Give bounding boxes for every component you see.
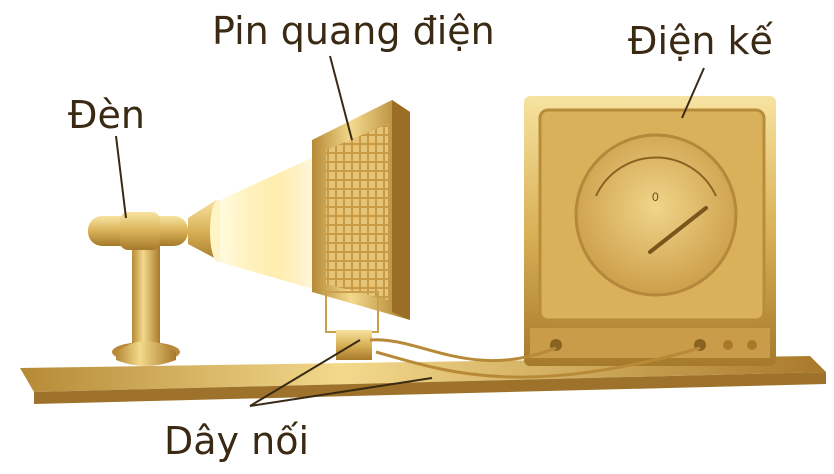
label-galvanometer: Điện kế — [628, 19, 773, 63]
label-photocell: Pin quang điện — [212, 9, 495, 53]
lamp — [88, 200, 226, 366]
knob-2 — [747, 340, 757, 350]
light-beam — [220, 156, 316, 290]
label-wires: Dây nối — [164, 419, 310, 463]
meter-dial — [574, 133, 738, 297]
meter-zero-mark: 0 — [652, 190, 659, 204]
photocell — [312, 100, 410, 360]
label-lamp: Đèn — [68, 93, 145, 137]
wires — [369, 338, 701, 379]
galvanometer: 0 — [524, 96, 776, 366]
label-pointers — [115, 55, 705, 407]
meter-needle — [648, 206, 708, 254]
knob-1 — [723, 340, 733, 350]
